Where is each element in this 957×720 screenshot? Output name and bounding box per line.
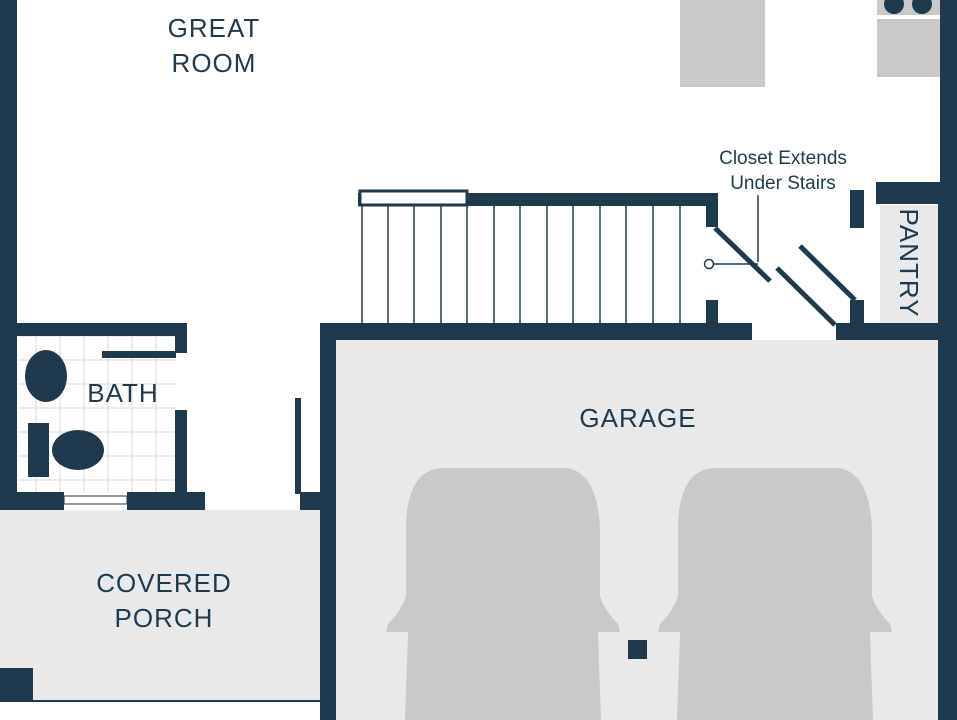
closet-door bbox=[713, 226, 772, 283]
covered-porch-label-line2: PORCH bbox=[114, 603, 214, 633]
covered-porch-label: COVERED PORCH bbox=[84, 566, 244, 636]
toilet-tank-icon bbox=[28, 423, 49, 477]
stair-rail bbox=[358, 189, 469, 207]
great-room-label-line1: GREAT bbox=[167, 13, 261, 43]
range-burner-icon bbox=[912, 0, 932, 14]
closet-note-line2: Under Stairs bbox=[730, 173, 836, 194]
stair-treads bbox=[361, 206, 681, 323]
range bbox=[877, 0, 940, 77]
porch-floor bbox=[0, 510, 320, 700]
pantry-door bbox=[775, 266, 837, 327]
towel-bar bbox=[102, 351, 176, 358]
floor-drain-icon bbox=[628, 640, 647, 659]
bath-label: BATH bbox=[80, 376, 166, 411]
car-right-icon bbox=[658, 468, 892, 720]
covered-porch-label-line1: COVERED bbox=[96, 568, 232, 598]
bath-door-sill bbox=[63, 495, 128, 505]
kitchen-island bbox=[680, 0, 765, 87]
range-backguard bbox=[877, 15, 940, 19]
closet-note-line1: Closet Extends bbox=[719, 148, 847, 169]
garage-label: GARAGE bbox=[558, 401, 718, 436]
callout-dot-icon bbox=[703, 258, 715, 270]
bath-label-text: BATH bbox=[87, 378, 159, 408]
closet-note: Closet Extends Under Stairs bbox=[703, 146, 863, 196]
car-left-icon bbox=[386, 468, 620, 720]
garage-label-text: GARAGE bbox=[579, 403, 697, 433]
great-room-label: GREAT ROOM bbox=[140, 11, 288, 81]
toilet-bowl-icon bbox=[52, 430, 104, 470]
great-room-label-line2: ROOM bbox=[171, 48, 257, 78]
pantry-label: PANTRY bbox=[894, 208, 924, 318]
pantry-floor bbox=[880, 205, 938, 323]
pantry-door bbox=[798, 244, 857, 302]
range-burner-icon bbox=[884, 0, 904, 14]
sink-icon bbox=[25, 350, 67, 402]
